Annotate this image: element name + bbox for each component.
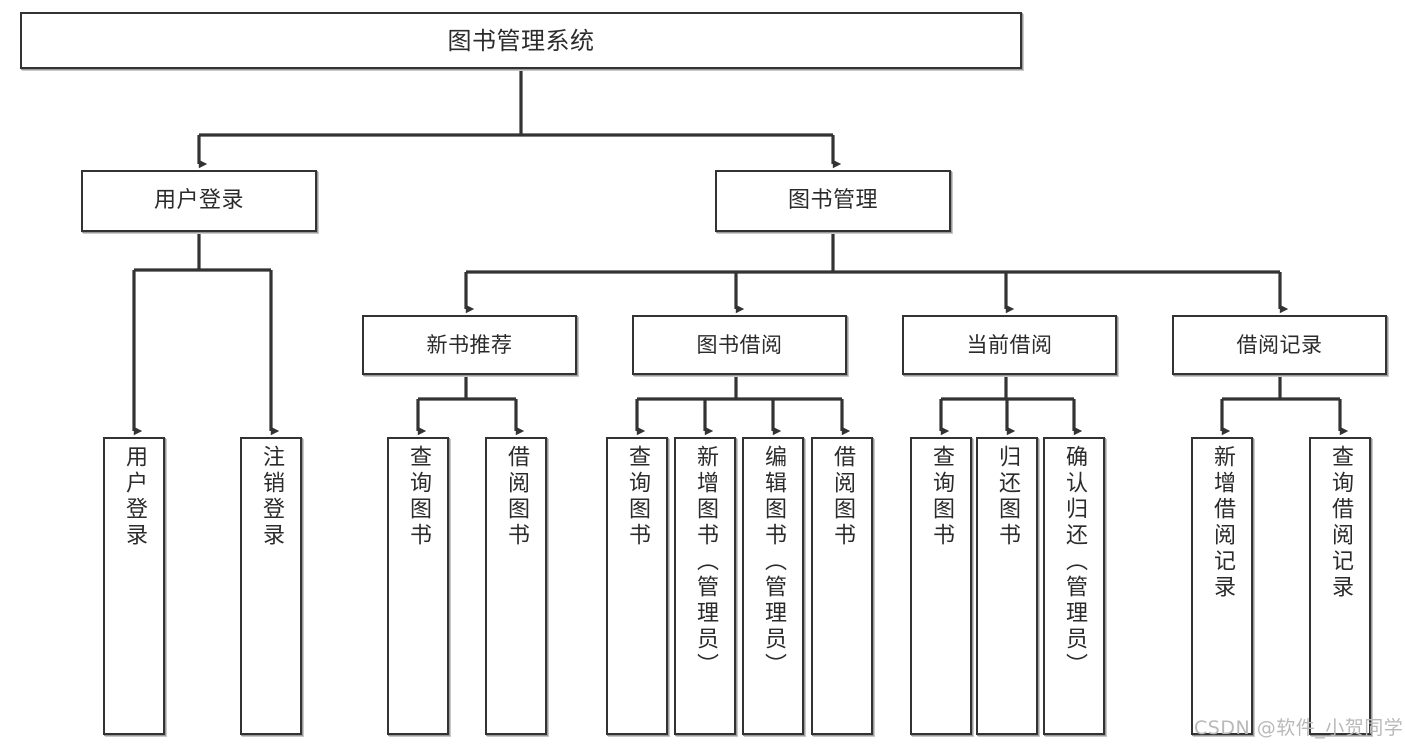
node-leaf-query-book-1-label: 查询图书	[406, 445, 431, 549]
node-leaf-query-book-2[interactable]: 查询图书	[606, 437, 668, 735]
node-leaf-add-record[interactable]: 新增借阅记录	[1191, 437, 1253, 735]
node-leaf-edit-book-label: 编辑图书（管理员）	[761, 445, 786, 679]
node-leaf-query-book-3-label: 查询图书	[929, 445, 954, 549]
node-leaf-borrow-book-2[interactable]: 借阅图书	[811, 437, 873, 735]
node-leaf-add-record-label: 新增借阅记录	[1210, 445, 1235, 601]
csdn-watermark-text: CSDN @软件_小贺同学	[1194, 717, 1404, 739]
node-leaf-add-book-label: 新增图书（管理员）	[693, 445, 718, 679]
node-leaf-borrow-book-2-label: 借阅图书	[830, 445, 855, 549]
node-leaf-borrow-book-1[interactable]: 借阅图书	[485, 437, 547, 735]
node-leaf-return-book-label: 归还图书	[995, 445, 1020, 549]
node-book-borrow[interactable]: 图书借阅	[632, 315, 847, 375]
node-borrow-record-label: 借阅记录	[1236, 332, 1323, 357]
csdn-watermark: CSDN @软件_小贺同学	[1194, 713, 1403, 740]
node-book-management-label: 图书管理	[787, 188, 878, 214]
node-current-borrow[interactable]: 当前借阅	[902, 315, 1117, 375]
node-book-management[interactable]: 图书管理	[715, 170, 951, 232]
node-leaf-query-record-label: 查询借阅记录	[1328, 445, 1353, 601]
node-root-system-label: 图书管理系统	[447, 26, 595, 55]
node-leaf-confirm-return-label: 确认归还（管理员）	[1062, 445, 1087, 679]
node-user-login[interactable]: 用户登录	[81, 170, 317, 232]
node-book-borrow-label: 图书借阅	[696, 332, 783, 357]
node-leaf-user-login[interactable]: 用户登录	[103, 437, 165, 735]
node-leaf-return-book[interactable]: 归还图书	[976, 437, 1038, 735]
node-leaf-borrow-book-1-label: 借阅图书	[504, 445, 529, 549]
node-current-borrow-label: 当前借阅	[966, 332, 1053, 357]
node-new-book-recommend[interactable]: 新书推荐	[362, 315, 577, 375]
node-borrow-record[interactable]: 借阅记录	[1172, 315, 1387, 375]
node-leaf-query-record[interactable]: 查询借阅记录	[1309, 437, 1371, 735]
node-leaf-query-book-3[interactable]: 查询图书	[910, 437, 972, 735]
node-leaf-user-login-label: 用户登录	[122, 445, 147, 549]
node-leaf-logout-login[interactable]: 注销登录	[240, 437, 302, 735]
node-leaf-query-book-2-label: 查询图书	[625, 445, 650, 549]
node-leaf-confirm-return[interactable]: 确认归还（管理员）	[1043, 437, 1105, 735]
node-root-system[interactable]: 图书管理系统	[20, 12, 1022, 69]
node-leaf-logout-login-label: 注销登录	[259, 445, 284, 549]
node-new-book-recommend-label: 新书推荐	[426, 332, 513, 357]
node-leaf-edit-book[interactable]: 编辑图书（管理员）	[742, 437, 804, 735]
node-user-login-label: 用户登录	[153, 188, 244, 214]
node-leaf-query-book-1[interactable]: 查询图书	[387, 437, 449, 735]
node-leaf-add-book[interactable]: 新增图书（管理员）	[674, 437, 736, 735]
